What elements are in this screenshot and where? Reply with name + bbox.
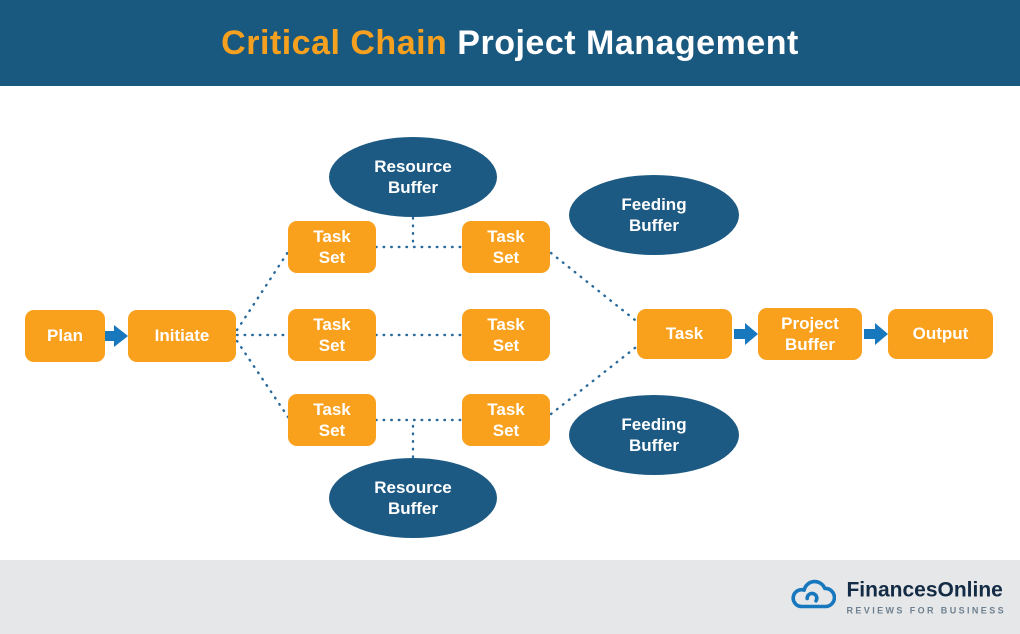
node-task-set-right-middle: Task Set [462, 309, 550, 361]
header-banner: Critical Chain Project Management [0, 0, 1020, 86]
node-output: Output [888, 309, 993, 359]
node-resource-buffer-top: Resource Buffer [329, 137, 497, 217]
node-initiate: Initiate [128, 310, 236, 362]
node-task-set-right-bottom: Task Set [462, 394, 550, 446]
footer-bar: FinancesOnline REVIEWS FOR BUSINESS [0, 560, 1020, 634]
node-resource-buffer-bottom: Resource Buffer [329, 458, 497, 538]
brand-name: FinancesOnline [846, 578, 1003, 602]
node-plan: Plan [25, 310, 105, 362]
title-rest: Project Management [457, 23, 799, 62]
node-project-buffer: Project Buffer [758, 308, 862, 360]
arrow-projectbuffer-output [864, 323, 888, 345]
title-accent: Critical Chain [221, 23, 458, 62]
node-task: Task [637, 309, 732, 359]
node-task-set-right-top: Task Set [462, 221, 550, 273]
node-feeding-buffer-top: Feeding Buffer [569, 175, 739, 255]
brand-text: FinancesOnline REVIEWS FOR BUSINESS [846, 579, 1006, 615]
brand-tagline: REVIEWS FOR BUSINESS [846, 605, 1006, 616]
node-task-set-left-bottom: Task Set [288, 394, 376, 446]
node-task-set-left-top: Task Set [288, 221, 376, 273]
arrow-plan-initiate [104, 325, 128, 347]
node-task-set-left-middle: Task Set [288, 309, 376, 361]
arrow-task-projectbuffer [734, 323, 758, 345]
page-title: Critical Chain Project Management [221, 24, 799, 63]
node-feeding-buffer-bottom: Feeding Buffer [569, 395, 739, 475]
cloud-icon [788, 577, 837, 618]
brand-logo: FinancesOnline REVIEWS FOR BUSINESS [788, 577, 1006, 618]
